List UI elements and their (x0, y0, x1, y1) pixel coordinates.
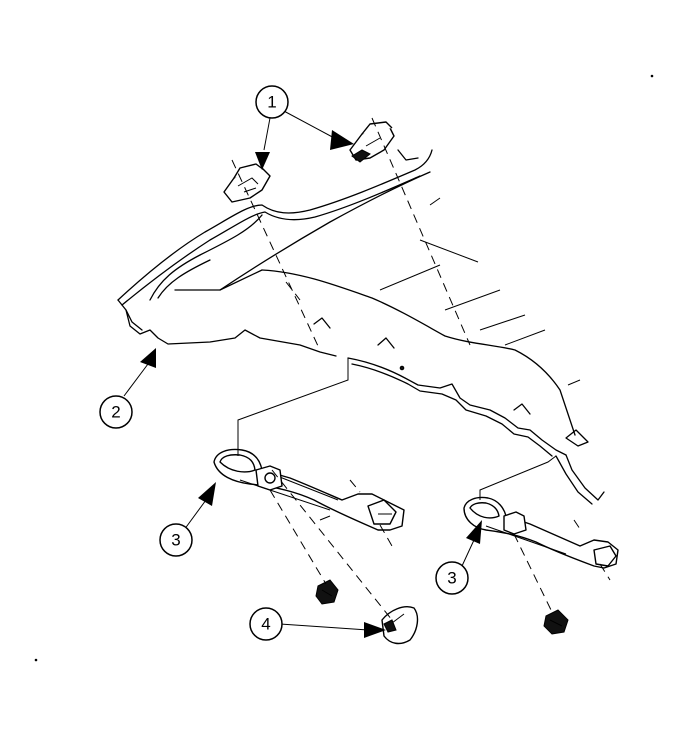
retaining-clip-right (349, 121, 395, 163)
callout-1-label: 1 (267, 93, 276, 112)
cover-cap (381, 606, 419, 645)
alignment-line (231, 159, 319, 347)
mounting-line (271, 469, 393, 621)
callout-3-left: 3 (159, 523, 193, 557)
callout-leaders (123, 109, 482, 638)
leader-line (319, 515, 331, 521)
callout-3-right-label: 3 (447, 569, 456, 588)
retaining-clip-left (223, 163, 271, 203)
grab-handle-left (213, 448, 405, 547)
alignment-line (371, 117, 471, 346)
callout-3-left-label: 3 (171, 531, 180, 550)
mounting-line (269, 489, 327, 585)
leader-line (479, 455, 557, 500)
headliner-panel (117, 149, 605, 505)
screw-left (315, 579, 339, 605)
callout-1: 1 (255, 85, 289, 119)
leader-line (237, 358, 349, 456)
speck (650, 74, 654, 78)
callout-4: 4 (249, 607, 283, 641)
callout-2: 2 (99, 395, 133, 429)
speck (34, 658, 38, 662)
grab-handle-right (463, 496, 619, 581)
callout-3-right: 3 (435, 561, 469, 595)
alignment-line (285, 281, 301, 301)
screw-right (543, 609, 569, 635)
callout-2-label: 2 (111, 403, 120, 422)
callout-4-label: 4 (261, 615, 270, 634)
